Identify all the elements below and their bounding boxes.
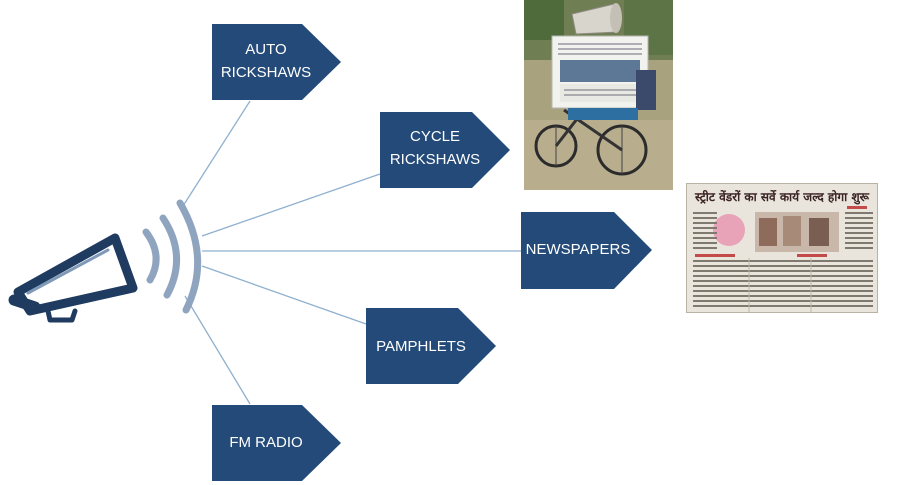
label-line: RICKSHAWS [220, 64, 312, 82]
cycle-rickshaw-photo [524, 0, 673, 190]
label-fm-radio: FM RADIO [212, 431, 320, 454]
label-line: PAMPHLETS [376, 338, 466, 355]
megaphone-icon [8, 233, 138, 323]
inner-sound-line [26, 248, 110, 295]
label-pamphlets: PAMPHLETS [366, 335, 476, 358]
label-newspapers: NEWSPAPERS [522, 238, 634, 261]
box-pamphlets [366, 308, 496, 384]
label-line: NEWSPAPERS [525, 241, 631, 258]
label-line: AUTO [245, 41, 287, 58]
cycle-rickshaw-illustration [524, 0, 673, 190]
newspaper-clipping-photo: स्ट्रीट वेंडरों का सर्वे कार्य जल्द होगा… [686, 183, 878, 313]
sound-waves-icon [142, 199, 202, 314]
box-auto-rickshaws [212, 24, 341, 100]
label-line: FM RADIO [229, 434, 303, 451]
clipping-body-illustration [693, 206, 873, 312]
label-line: RICKSHAWS [389, 151, 481, 169]
box-newspapers [521, 212, 652, 289]
connector-pamph [201, 265, 367, 325]
label-line: CYCLE [409, 128, 461, 145]
label-auto-rickshaws: AUTO RICKSHAWS [212, 38, 320, 85]
label-cycle-rickshaws: CYCLE RICKSHAWS [380, 125, 490, 172]
connector-fm [184, 295, 251, 405]
connector-cycle [201, 173, 381, 237]
box-fm-radio [212, 405, 341, 481]
clipping-headline: स्ट्रीट वेंडरों का सर्वे कार्य जल्द होगा… [695, 190, 869, 204]
connector-auto [182, 100, 251, 207]
box-cycle-rickshaws [380, 112, 510, 188]
